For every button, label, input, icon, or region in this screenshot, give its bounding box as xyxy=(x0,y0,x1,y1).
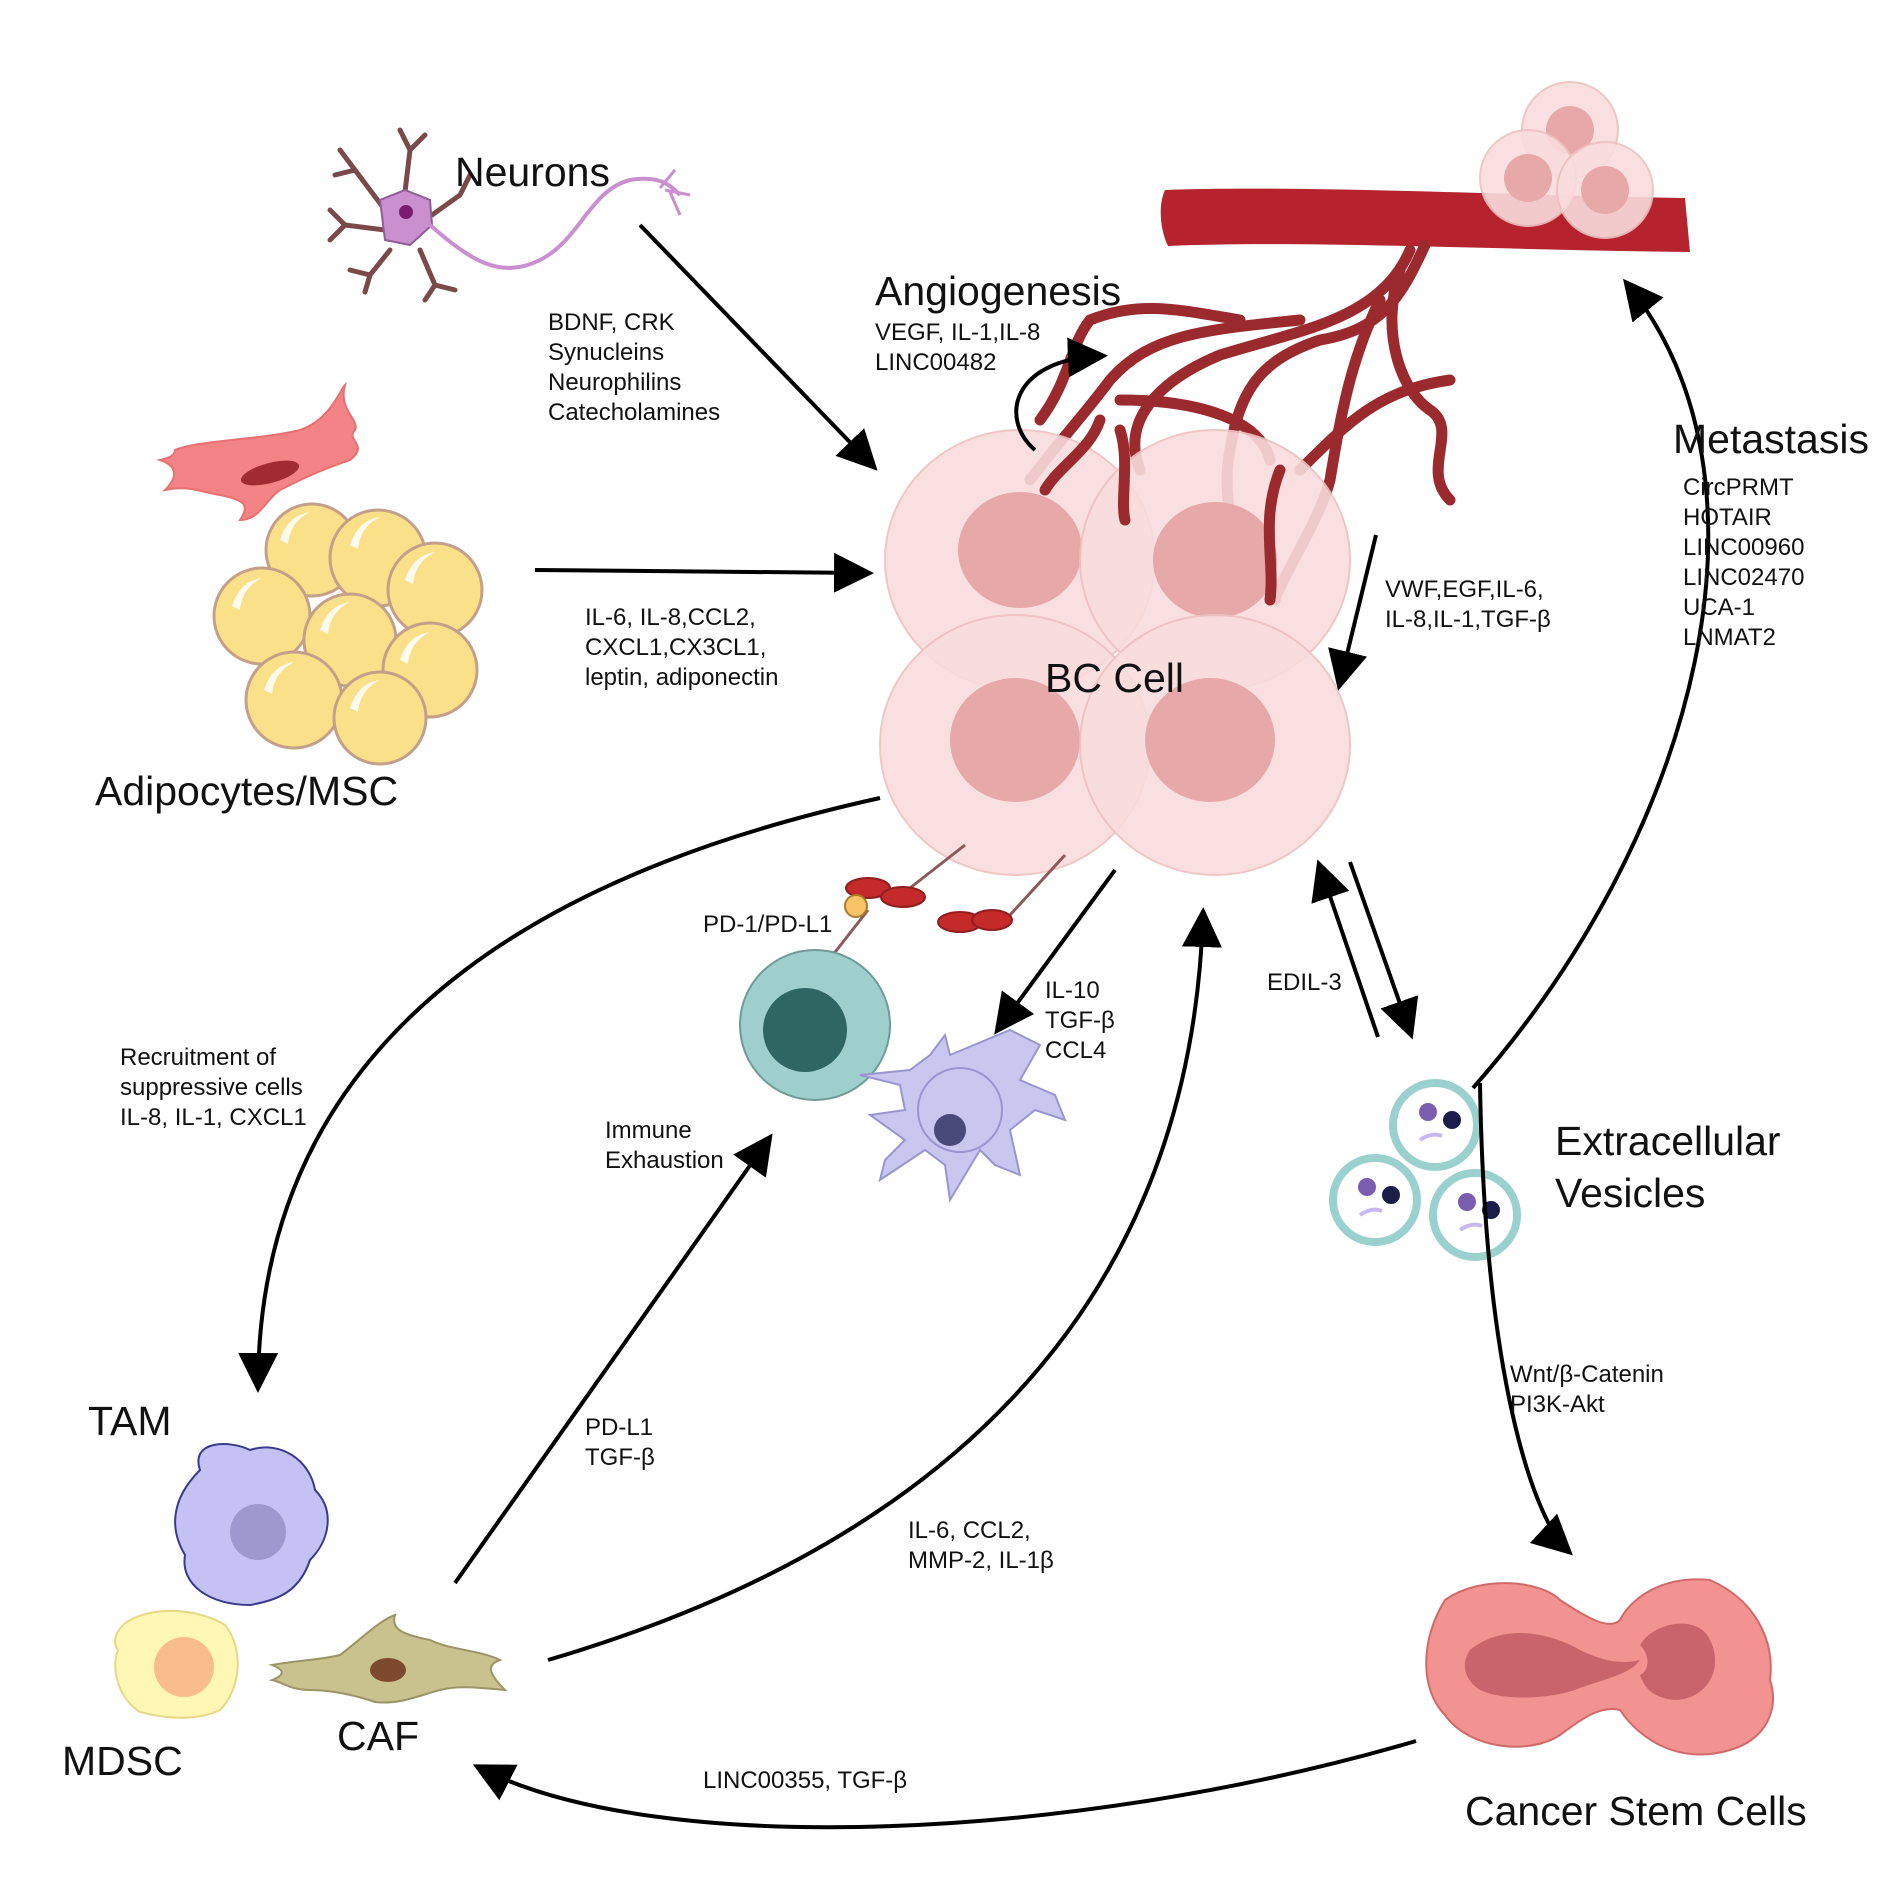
arrow-bc-to-ev xyxy=(1348,861,1419,1040)
caf-label: CAF xyxy=(337,1713,419,1759)
svg-text:suppressive cells: suppressive cells xyxy=(120,1074,303,1101)
svg-text:LINC00482: LINC00482 xyxy=(875,349,996,376)
svg-text:IL-8, IL-1, CXCL1: IL-8, IL-1, CXCL1 xyxy=(120,1104,307,1131)
svg-text:BDNF, CRK: BDNF, CRK xyxy=(548,309,675,336)
arrow-recruitment xyxy=(238,796,881,1393)
csc-label: Cancer Stem Cells xyxy=(1465,1788,1807,1834)
arrow-csc-to-caf xyxy=(472,1739,1417,1830)
arrow-ev-to-csc xyxy=(1478,1082,1573,1556)
caf-cell xyxy=(268,1613,508,1704)
svg-text:TGF-β: TGF-β xyxy=(585,1444,655,1471)
svg-text:IL-6, IL-8,CCL2,: IL-6, IL-8,CCL2, xyxy=(585,604,756,631)
svg-text:IL-10: IL-10 xyxy=(1045,977,1100,1004)
svg-text:Catecholamines: Catecholamines xyxy=(548,399,720,426)
arrow-angiogenesis xyxy=(1014,337,1108,452)
ev-label-line2: Vesicles xyxy=(1555,1170,1705,1216)
adipocytes-annotation: IL-6, IL-8,CCL2, CXCL1,CX3CL1, leptin, a… xyxy=(585,604,778,691)
svg-text:CXCL1,CX3CL1,: CXCL1,CX3CL1, xyxy=(585,634,766,661)
wnt-annotation: Wnt/β-Catenin PI3K-Akt xyxy=(1510,1361,1664,1418)
svg-text:Neurophilins: Neurophilins xyxy=(548,369,681,396)
edil-label: EDIL-3 xyxy=(1267,969,1342,996)
neurons-annotation: BDNF, CRK Synucleins Neurophilins Catech… xyxy=(548,309,720,426)
angiogenesis-annotation: VEGF, IL-1,IL-8 LINC00482 xyxy=(875,319,1040,376)
arrow-adipocytes-to-bc xyxy=(534,552,874,593)
svg-text:VWF,EGF,IL-6,: VWF,EGF,IL-6, xyxy=(1385,576,1544,603)
svg-text:Recruitment of: Recruitment of xyxy=(120,1044,276,1071)
cancer-stem-cells xyxy=(1425,1578,1775,1756)
svg-text:PI3K-Akt: PI3K-Akt xyxy=(1510,1391,1605,1418)
adipocyte-cluster xyxy=(212,502,484,766)
svg-text:PD-L1: PD-L1 xyxy=(585,1414,653,1441)
svg-text:UCA-1: UCA-1 xyxy=(1683,594,1755,621)
csc-to-caf-label: LINC00355, TGF-β xyxy=(703,1767,907,1794)
mdsc-cell xyxy=(114,1610,239,1719)
svg-text:VEGF, IL-1,IL-8: VEGF, IL-1,IL-8 xyxy=(875,319,1040,346)
svg-text:HOTAIR: HOTAIR xyxy=(1683,504,1772,531)
bc-cell-cluster xyxy=(879,429,1351,876)
svg-text:Wnt/β-Catenin: Wnt/β-Catenin xyxy=(1510,1361,1664,1388)
svg-text:IL-6, CCL2,: IL-6, CCL2, xyxy=(908,1517,1031,1544)
metastasis-label: Metastasis xyxy=(1673,416,1869,462)
arrow-vessel-to-bc xyxy=(1328,534,1378,691)
svg-text:LINC00960: LINC00960 xyxy=(1683,534,1804,561)
bc-cell-label: BC Cell xyxy=(1045,655,1184,701)
arrow-neurons-to-bc xyxy=(638,223,878,471)
arrow-bc-to-immune xyxy=(994,868,1117,1035)
caf-to-immune-annotation: PD-L1 TGF-β xyxy=(585,1414,655,1471)
svg-text:MMP-2, IL-1β: MMP-2, IL-1β xyxy=(908,1547,1054,1574)
mdsc-label: MDSC xyxy=(62,1738,183,1784)
svg-text:leptin, adiponectin: leptin, adiponectin xyxy=(585,664,778,691)
tam-cell xyxy=(174,1443,329,1607)
adipocytes-label: Adipocytes/MSC xyxy=(95,768,398,814)
svg-text:LINC02470: LINC02470 xyxy=(1683,564,1804,591)
recruitment-annotation: Recruitment of suppressive cells IL-8, I… xyxy=(120,1044,307,1131)
svg-text:TGF-β: TGF-β xyxy=(1045,1007,1115,1034)
neurons-label: Neurons xyxy=(455,149,610,195)
bc-to-immune-annotation: IL-10 TGF-β CCL4 xyxy=(1045,977,1115,1064)
t-cell xyxy=(739,949,891,1101)
svg-text:IL-8,IL-1,TGF-β: IL-8,IL-1,TGF-β xyxy=(1385,606,1551,633)
vessel-branches-over-cells xyxy=(1039,414,1286,606)
svg-text:CircPRMT: CircPRMT xyxy=(1683,474,1794,501)
metastasis-annotation: CircPRMT HOTAIR LINC00960 LINC02470 UCA-… xyxy=(1683,474,1804,651)
immune-exhaustion-annotation: Immune Exhaustion xyxy=(605,1117,724,1174)
vessel-to-bc-annotation: VWF,EGF,IL-6, IL-8,IL-1,TGF-β xyxy=(1385,576,1551,633)
pd1-pdl1-connectors xyxy=(823,843,1067,966)
ev-label-line1: Extracellular xyxy=(1555,1118,1781,1164)
svg-text:Immune: Immune xyxy=(605,1117,692,1144)
arrow-ev-to-bc xyxy=(1311,859,1380,1038)
svg-text:LNMAT2: LNMAT2 xyxy=(1683,624,1776,651)
tam-label: TAM xyxy=(88,1398,172,1444)
dendritic-cell xyxy=(859,1028,1067,1203)
svg-text:CCL4: CCL4 xyxy=(1045,1037,1106,1064)
arrow-ev-to-metastasis xyxy=(1471,278,1711,1090)
arrow-caf-to-immune xyxy=(453,1133,773,1585)
fibroblast-cell xyxy=(156,381,359,522)
neuron-cell xyxy=(327,127,691,303)
arrow-caf-to-bc xyxy=(547,907,1222,1662)
pd1-label: PD-1/PD-L1 xyxy=(703,911,832,938)
caf-to-bc-annotation: IL-6, CCL2, MMP-2, IL-1β xyxy=(908,1517,1054,1574)
svg-text:Exhaustion: Exhaustion xyxy=(605,1147,724,1174)
angiogenesis-label: Angiogenesis xyxy=(875,268,1121,314)
adipocyte-highlights xyxy=(232,512,435,712)
circulating-tumor-cells xyxy=(1479,81,1654,239)
svg-text:Synucleins: Synucleins xyxy=(548,339,664,366)
extracellular-vesicles xyxy=(1329,1079,1521,1261)
arrows xyxy=(238,223,1711,1830)
